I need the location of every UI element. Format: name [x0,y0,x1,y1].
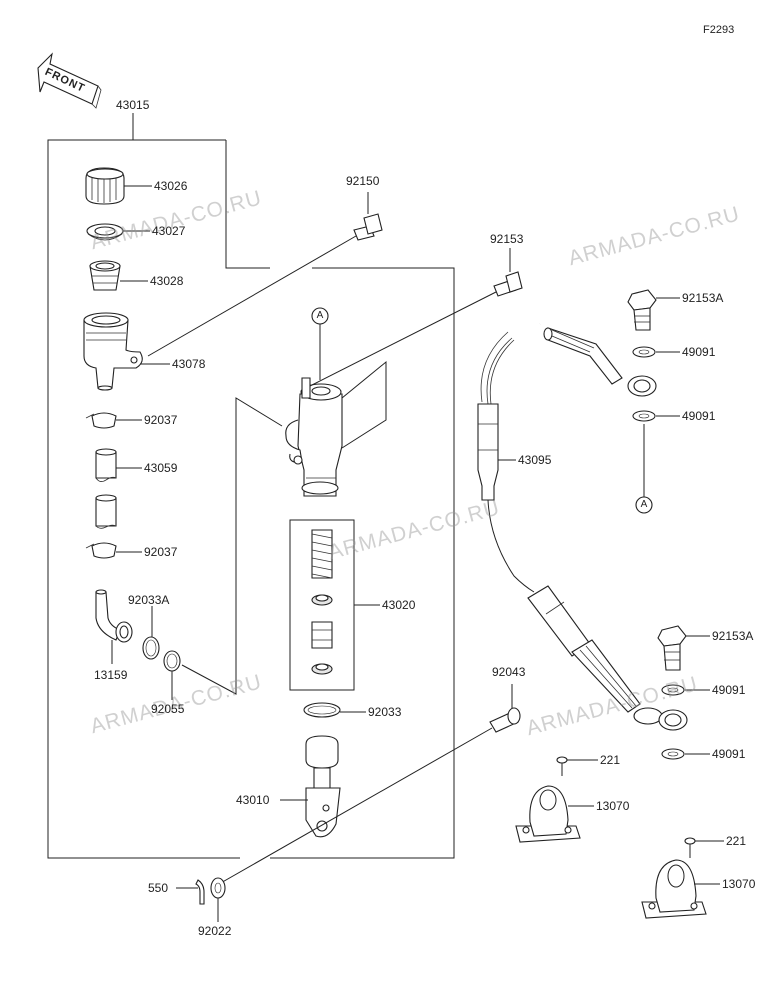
banjo-bolt-top-icon [627,289,680,331]
callout-a-right-label: A [640,499,648,510]
cotter-pin-icon [176,879,205,905]
hose-guide-a-icon [515,785,594,843]
label-13070-a: 13070 [596,799,630,813]
diaphragm-plate-icon [86,223,124,241]
label-43059: 43059 [144,461,178,475]
callout-a-right [635,424,653,514]
label-43015: 43015 [116,98,150,112]
label-221-a: 221 [600,753,621,767]
callout-a-top [311,307,329,380]
label-92022: 92022 [198,924,232,938]
washer-top-2-icon [632,410,680,422]
label-550: 550 [148,881,169,895]
pin-92043-icon [489,684,521,733]
washer-top-1-icon [632,346,680,358]
banjo-bolt-bottom-icon [657,625,710,671]
label-43026: 43026 [154,179,188,193]
o-ring-icon [163,650,181,700]
label-92153A-bottom: 92153A [712,629,754,643]
label-92150: 92150 [346,174,380,188]
diaphragm-icon [89,260,121,291]
label-92153: 92153 [490,232,524,246]
label-92153A-top: 92153A [682,291,724,305]
figure-code: F2293 [703,24,735,36]
screw-221-b-icon [684,837,724,858]
label-43078: 43078 [172,357,206,371]
hose-joint-icon [95,589,133,664]
reservoir-tank-icon [83,312,143,391]
screw-221-a-icon [556,756,598,776]
label-43020: 43020 [382,598,416,612]
hose-guide-b-icon [641,859,720,919]
label-92055: 92055 [151,702,185,716]
label-92037-a: 92037 [144,413,178,427]
snap-ring-icon [303,702,341,718]
leader-lines [116,185,366,801]
reservoir-cap-icon [85,167,125,205]
label-49091-c: 49091 [712,683,746,697]
label-13159: 13159 [94,668,128,682]
bolt-92150-icon [353,192,383,241]
circlip-icon [142,636,160,660]
label-43010: 43010 [236,793,270,807]
front-arrow-icon [37,52,102,109]
push-rod-icon [305,735,341,838]
label-49091-a: 49091 [682,345,716,359]
label-221-b: 221 [726,834,747,848]
washer-bottom-1-icon [661,684,710,696]
washer-bottom-2-icon [661,748,710,760]
banjo-fitting-bottom-icon [658,709,688,731]
label-43028: 43028 [150,274,184,288]
hose-clamp-icon-2 [85,542,117,559]
label-92033: 92033 [368,705,402,719]
label-92033A: 92033A [128,593,170,607]
hose-icon [95,448,117,529]
callout-a-top-label: A [316,310,324,321]
label-49091-b: 49091 [682,409,716,423]
washer-92022-icon [210,877,226,922]
label-43095: 43095 [518,453,552,467]
bolt-92153-icon [493,248,523,297]
label-92043: 92043 [492,665,526,679]
assembly-bracket-43015 [47,113,455,859]
master-cylinder-body-icon [285,377,343,497]
hose-clamp-icon [85,412,117,429]
piston-kit-box [289,519,380,691]
label-13070-b: 13070 [722,877,756,891]
label-43027: 43027 [152,224,186,238]
label-92037-b: 92037 [144,545,178,559]
brake-hose-icon [477,321,663,725]
label-49091-d: 49091 [712,747,746,761]
